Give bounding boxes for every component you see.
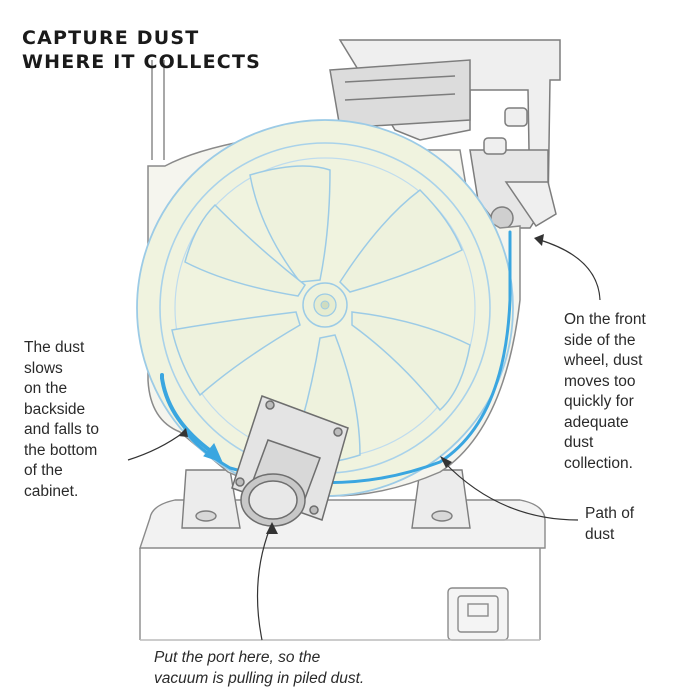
- leader-right: [539, 239, 601, 301]
- callout-line: Put the port here, so the: [154, 649, 321, 666]
- callout-front-side-dust: On the front side of the wheel, dust mov…: [564, 310, 694, 474]
- callout-line: On the front: [564, 311, 646, 328]
- dust-path: [160, 230, 512, 485]
- callout-line: moves too: [564, 372, 636, 390]
- callout-line: collection.: [564, 454, 633, 472]
- dust-port: [231, 395, 349, 527]
- title-line-2: WHERE IT COLLECTS: [22, 51, 261, 73]
- diagram-title: CAPTURE DUST WHERE IT COLLECTS: [22, 26, 261, 74]
- cabinet-base: [139, 499, 546, 641]
- callout-line: of the: [24, 462, 63, 479]
- callout-path-of-dust: Path of dust: [585, 504, 685, 545]
- callout-port-placement: Put the port here, so the vacuum is pull…: [154, 648, 494, 689]
- callout-line: cabinet.: [24, 482, 79, 500]
- leader-bottom: [256, 527, 271, 641]
- upper-frame: [151, 39, 561, 230]
- callout-line: vacuum is pulling in piled dust.: [154, 669, 365, 687]
- callout-line: side of the: [564, 331, 636, 349]
- dust-arrowhead: [203, 443, 223, 463]
- callout-line: The dust: [24, 339, 85, 356]
- leader-path: [443, 461, 579, 521]
- callout-line: dust: [585, 525, 615, 543]
- callout-line: quickly for: [564, 393, 634, 410]
- callout-line: Path of: [585, 505, 635, 522]
- callout-line: the bottom: [24, 441, 98, 459]
- callout-line: dust: [564, 434, 594, 451]
- leader-lines: [127, 234, 601, 641]
- callout-line: backside: [24, 400, 86, 418]
- callout-line: and falls to: [24, 421, 99, 438]
- callout-line: on the: [24, 380, 68, 397]
- callout-line: wheel, dust: [564, 352, 643, 369]
- callout-line: adequate: [564, 413, 629, 431]
- callout-backside-dust: The dust slows on the backside and falls…: [24, 338, 144, 502]
- title-line-1: CAPTURE DUST: [22, 27, 200, 49]
- wheel-mount-feet: [181, 469, 471, 529]
- callout-line: slows: [24, 359, 63, 377]
